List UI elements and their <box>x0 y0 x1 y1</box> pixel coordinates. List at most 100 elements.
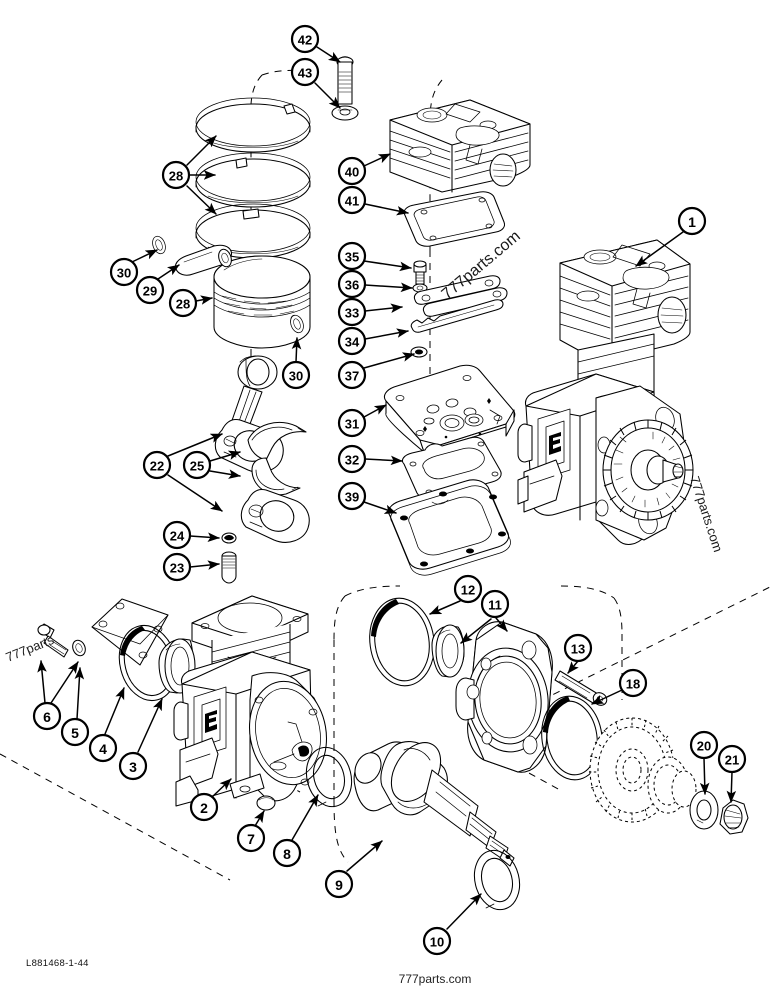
gasket-ring-8 <box>305 746 353 808</box>
callout-23[interactable]: 23 <box>162 552 192 582</box>
callout-6-label: 6 <box>43 709 51 725</box>
callout-9-label: 9 <box>335 877 343 893</box>
cap-screw-42 <box>336 56 354 105</box>
bearing-shell-upper <box>247 422 307 461</box>
washer-20 <box>689 790 719 830</box>
callout-21-label: 21 <box>725 753 739 768</box>
retaining-ring-right <box>290 314 304 334</box>
bearing-carrier <box>455 621 553 773</box>
callout-32-label: 32 <box>345 453 359 468</box>
callout-10[interactable]: 10 <box>422 926 452 956</box>
drive-gear-phantom <box>589 717 697 823</box>
callout-22[interactable]: 22 <box>142 450 172 480</box>
callout-33[interactable]: 33 <box>337 297 367 327</box>
callout-24[interactable]: 24 <box>162 520 192 550</box>
callout-13[interactable]: 13 <box>563 633 593 663</box>
callout-42-label: 42 <box>298 33 312 48</box>
retaining-ring-left <box>152 235 166 255</box>
thrust-washer-10 <box>473 849 521 911</box>
callout-40[interactable]: 40 <box>337 156 367 186</box>
callout-1-label: 1 <box>688 214 696 230</box>
plug-7 <box>256 795 276 811</box>
nut-21 <box>719 799 749 835</box>
callout-28b[interactable]: 28 <box>168 288 198 318</box>
callout-34[interactable]: 34 <box>337 326 367 356</box>
callout-25[interactable]: 25 <box>182 450 212 480</box>
bearing-bushing-11 <box>431 624 465 678</box>
callout-29[interactable]: 29 <box>135 275 165 305</box>
callout-36-label: 36 <box>345 278 359 293</box>
callout-22-label: 22 <box>150 459 164 474</box>
callout-37-label: 37 <box>345 369 359 384</box>
callout-9[interactable]: 9 <box>324 869 354 899</box>
footer-watermark: 777parts.com <box>399 972 472 986</box>
cap-screw-23 <box>221 551 237 584</box>
callout-3[interactable]: 3 <box>118 751 148 781</box>
callout-35[interactable]: 35 <box>337 241 367 271</box>
callout-36[interactable]: 36 <box>337 269 367 299</box>
callout-24-label: 24 <box>170 529 185 544</box>
callout-20[interactable]: 20 <box>689 730 719 760</box>
callout-20-label: 20 <box>697 739 711 754</box>
compressor-assembly-1 <box>517 239 694 545</box>
callout-2[interactable]: 2 <box>189 792 219 822</box>
callout-6[interactable]: 6 <box>32 701 62 731</box>
piston-ring-set <box>195 97 311 259</box>
callout-18-label: 18 <box>626 677 640 692</box>
callout-32[interactable]: 32 <box>337 444 367 474</box>
callout-28-label: 28 <box>169 169 183 184</box>
cover-gasket-41 <box>403 191 506 247</box>
callout-30b-label: 30 <box>289 369 303 384</box>
callout-41-label: 41 <box>345 194 359 209</box>
callout-42[interactable]: 42 <box>290 24 320 54</box>
callout-39-label: 39 <box>345 490 359 505</box>
callout-11[interactable]: 11 <box>480 589 510 619</box>
callout-8[interactable]: 8 <box>272 838 302 868</box>
cap-screw-6 <box>37 623 69 658</box>
head-gasket-39 <box>388 479 511 576</box>
callout-4[interactable]: 4 <box>88 733 118 763</box>
callout-28b-label: 28 <box>176 297 190 312</box>
part-number-label: L881468-1-44 <box>26 958 89 969</box>
seal-ring-37 <box>410 346 428 358</box>
callout-12-label: 12 <box>461 583 475 598</box>
callout-12[interactable]: 12 <box>453 574 483 604</box>
callout-30[interactable]: 30 <box>109 257 139 287</box>
callout-leaders <box>37 46 737 930</box>
callout-1[interactable]: 1 <box>677 206 707 236</box>
callout-39[interactable]: 39 <box>337 481 367 511</box>
piston-assembly <box>152 235 311 349</box>
callout-33-label: 33 <box>345 306 359 321</box>
callout-13-label: 13 <box>571 642 585 657</box>
callout-40-label: 40 <box>345 165 359 180</box>
cylinder-head-40 <box>389 99 531 193</box>
callout-4-label: 4 <box>99 741 107 757</box>
connecting-rod-cap <box>240 489 310 543</box>
callout-7[interactable]: 7 <box>236 823 266 853</box>
callout-43[interactable]: 43 <box>290 57 320 87</box>
callout-2-label: 2 <box>200 800 208 816</box>
callout-29-label: 29 <box>143 284 157 299</box>
crankcase-block-2 <box>173 595 328 807</box>
callout-21[interactable]: 21 <box>717 744 747 774</box>
callout-23-label: 23 <box>170 561 184 576</box>
callout-28[interactable]: 28 <box>161 160 191 190</box>
callout-30-label: 30 <box>117 266 131 281</box>
callout-25-label: 25 <box>190 459 204 474</box>
callout-35-label: 35 <box>345 250 359 265</box>
callout-18[interactable]: 18 <box>618 668 648 698</box>
callout-31[interactable]: 31 <box>337 408 367 438</box>
callout-43-label: 43 <box>298 66 312 81</box>
lock-washer-24 <box>221 532 237 544</box>
callout-41[interactable]: 41 <box>337 185 367 215</box>
callout-31-label: 31 <box>345 417 359 432</box>
screw-35 <box>413 260 427 285</box>
discharge-valve-33 <box>413 275 508 317</box>
callout-5[interactable]: 5 <box>60 717 90 747</box>
callout-bubbles: 1 2 3 4 5 6 7 8 <box>32 24 747 956</box>
callout-30b[interactable]: 30 <box>281 360 311 390</box>
callout-3-label: 3 <box>129 759 137 775</box>
callout-37[interactable]: 37 <box>337 360 367 390</box>
